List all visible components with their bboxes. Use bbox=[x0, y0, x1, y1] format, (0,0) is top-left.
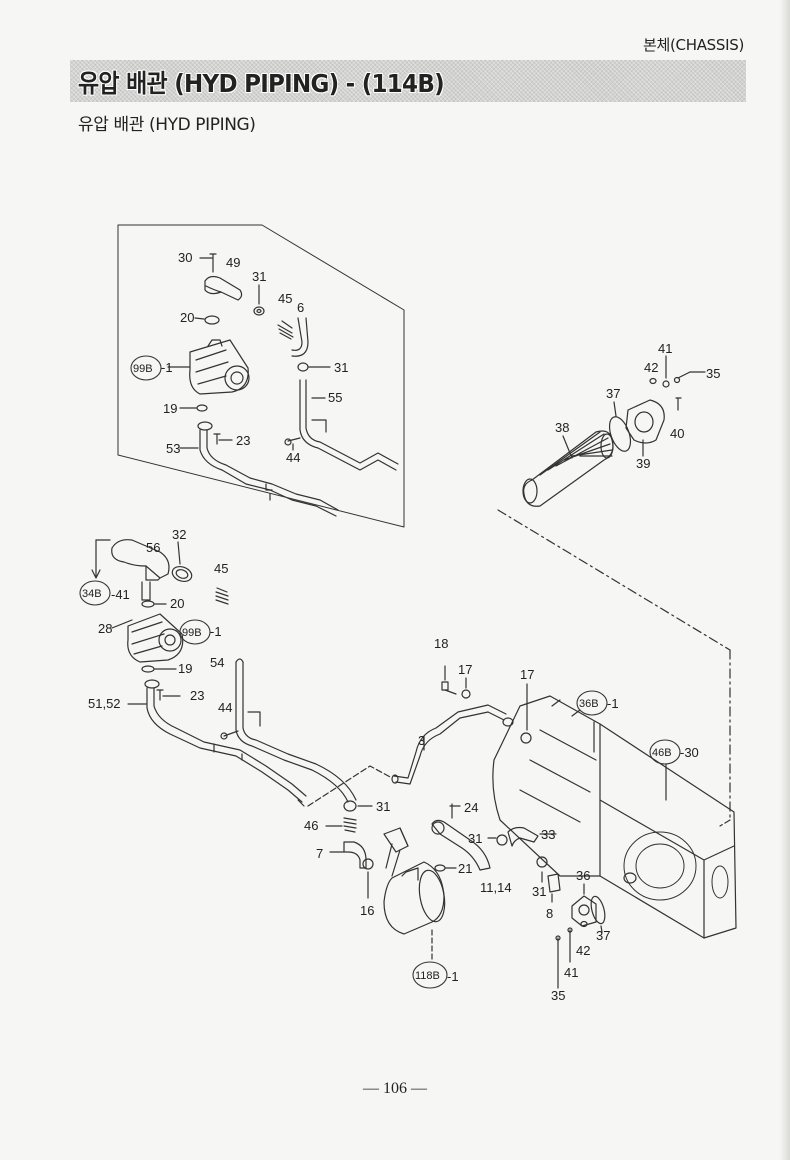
callout-41: 41 bbox=[658, 341, 672, 356]
callout-19: 19 bbox=[178, 661, 192, 676]
callout-36: 36 bbox=[576, 868, 590, 883]
callout-31: 31 bbox=[334, 360, 348, 375]
callout-ref-46b: 46B bbox=[652, 747, 672, 759]
callout-28: 28 bbox=[98, 621, 112, 636]
callout-44: 44 bbox=[218, 700, 232, 715]
callout-45: 45 bbox=[214, 561, 228, 576]
page-number: — 106 — bbox=[363, 1080, 427, 1097]
callout-23: 23 bbox=[190, 688, 204, 703]
callout-suffix: -30 bbox=[680, 745, 699, 760]
callout-21: 21 bbox=[458, 861, 472, 876]
callout-37: 37 bbox=[596, 928, 610, 943]
callout-53: 53 bbox=[166, 441, 180, 456]
callout-16: 16 bbox=[360, 903, 374, 918]
callout-8: 8 bbox=[546, 906, 553, 921]
callout-7: 7 bbox=[316, 846, 323, 861]
callout-suffix: -1 bbox=[607, 696, 619, 711]
callout-3: 3 bbox=[418, 733, 425, 748]
callout-31: 31 bbox=[376, 799, 390, 814]
callout-suffix: -41 bbox=[111, 587, 130, 602]
callout-44: 44 bbox=[286, 450, 300, 465]
callout-31: 31 bbox=[468, 831, 482, 846]
callout-18: 18 bbox=[434, 636, 448, 651]
callout-40: 40 bbox=[670, 426, 684, 441]
callout-20: 20 bbox=[170, 596, 184, 611]
callout-39: 39 bbox=[636, 456, 650, 471]
callout-35: 35 bbox=[706, 366, 720, 381]
callout-51-52: 51,52 bbox=[88, 696, 121, 711]
callout-ref-118b: 118B bbox=[415, 970, 440, 982]
page-title: 유압 배관 (HYD PIPING) - (114B) bbox=[78, 69, 445, 98]
callout-31: 31 bbox=[532, 884, 546, 899]
callout-56: 56 bbox=[146, 540, 160, 555]
callout-46: 46 bbox=[304, 818, 318, 833]
callout-6: 6 bbox=[297, 300, 304, 315]
callout-ref-99b: 99B bbox=[133, 363, 153, 375]
callout-suffix: -1 bbox=[447, 969, 459, 984]
callout-24: 24 bbox=[464, 800, 478, 815]
callout-38: 38 bbox=[555, 420, 569, 435]
callout-23: 23 bbox=[236, 433, 250, 448]
callout-19: 19 bbox=[163, 401, 177, 416]
callout-ref-36b: 36B bbox=[579, 698, 599, 710]
callout-32: 32 bbox=[172, 527, 186, 542]
callout-42: 42 bbox=[644, 360, 658, 375]
section-label: 본체(CHASSIS) bbox=[642, 36, 744, 54]
callout-35: 35 bbox=[551, 988, 565, 1003]
callout-ref-34b: 34B bbox=[82, 588, 102, 600]
callout-41: 41 bbox=[564, 965, 578, 980]
callout-suffix: -1 bbox=[210, 624, 222, 639]
callout-17: 17 bbox=[520, 667, 534, 682]
diagram-subtitle: 유압 배관 (HYD PIPING) bbox=[78, 115, 256, 135]
inset-frame bbox=[117, 224, 405, 528]
callout-49: 49 bbox=[226, 255, 240, 270]
callout-45: 45 bbox=[278, 291, 292, 306]
callout-11-14: 11,14 bbox=[480, 880, 512, 895]
callout-ref-99b: 99B bbox=[182, 627, 202, 639]
callout-37: 37 bbox=[606, 386, 620, 401]
page-edge bbox=[780, 0, 790, 1160]
callout-31: 31 bbox=[252, 269, 266, 284]
callout-17: 17 bbox=[458, 662, 472, 677]
callout-42: 42 bbox=[576, 943, 590, 958]
transmission-housing bbox=[492, 695, 737, 939]
callout-54: 54 bbox=[210, 655, 224, 670]
callout-30: 30 bbox=[178, 250, 192, 265]
callout-33: 33 bbox=[541, 827, 555, 842]
callout-suffix: -1 bbox=[161, 360, 173, 375]
callout-20: 20 bbox=[180, 310, 194, 325]
title-banner: 유압 배관 (HYD PIPING) - (114B) bbox=[70, 60, 746, 102]
callout-55: 55 bbox=[328, 390, 342, 405]
